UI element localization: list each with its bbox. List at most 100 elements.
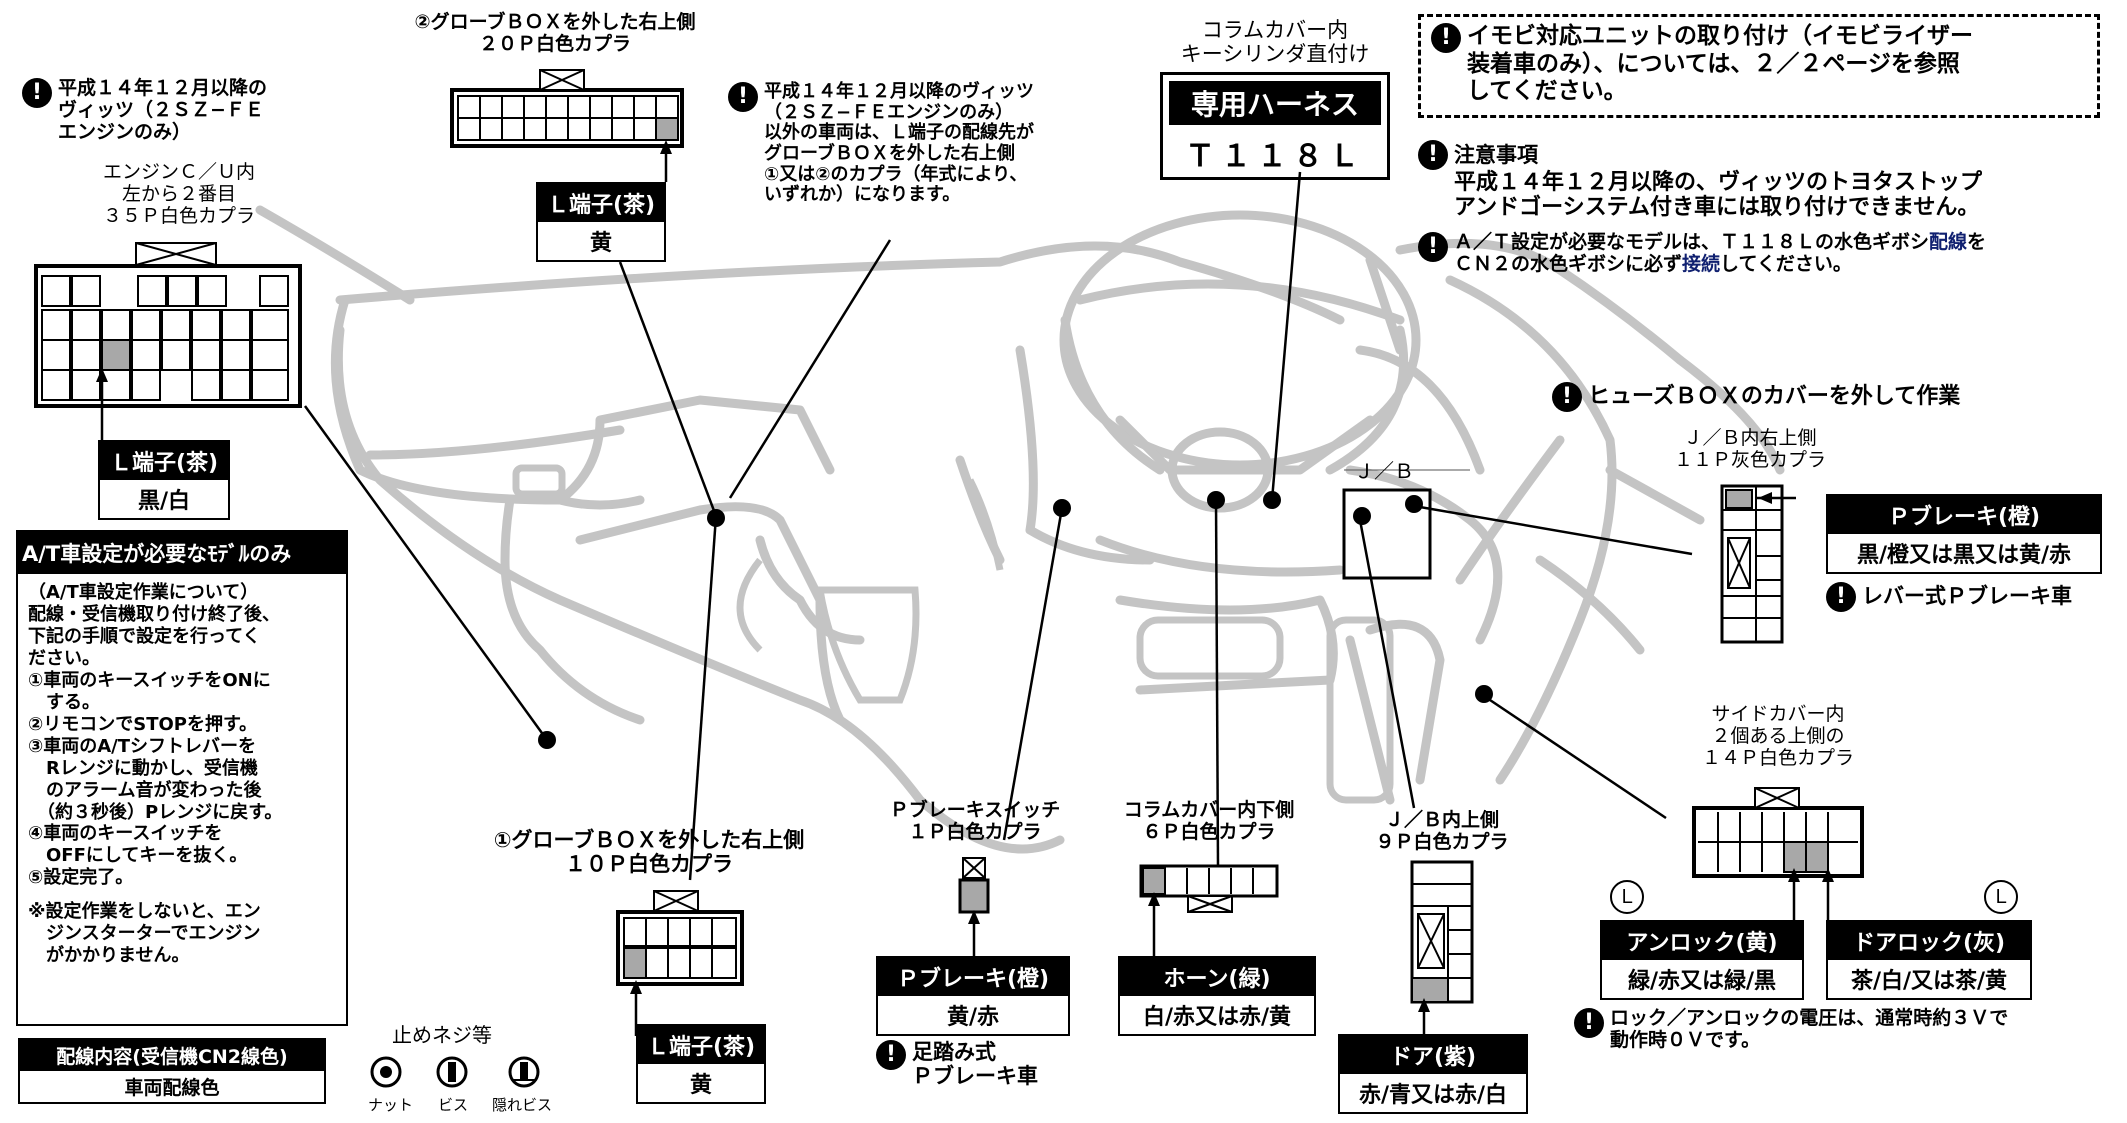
arrowheads xyxy=(96,140,1834,1012)
nut-label: ナット xyxy=(368,1096,414,1114)
connector-11p xyxy=(1720,484,1784,644)
horn-color: 白/赤又は赤/黄 xyxy=(1142,1005,1292,1030)
lever-brake-text: レバー式Ｐブレーキ車 xyxy=(1862,584,2072,608)
column-cover-label: コラムカバー内 キーシリンダ直付け xyxy=(1180,18,1370,67)
door-lock-color: 茶/白/又は茶/黄 xyxy=(1850,969,2008,994)
at-box-note: ※設定作業をしないと、エン ジンスターターでエンジン がかかりません。 xyxy=(28,901,261,967)
at-box-subtitle: （A/T車設定作業について） xyxy=(28,582,259,603)
horn-name: ホーン(緑) xyxy=(1120,958,1314,996)
screw-icons xyxy=(370,1056,540,1088)
at-box-step-5: ⑤設定完了。 xyxy=(28,867,134,889)
engine-cu-connector-label: エンジンＣ／Ｕ内 左から２番目 ３５Ｐ白色カプラ xyxy=(102,161,255,227)
vitz-2szfe-text: 平成１４年１２月以降の ヴィッツ（２ＳＺ−ＦＥ エンジンのみ） xyxy=(58,77,268,143)
at-setting-note: ! Ａ／Ｔ設定が必要なモデルは、Ｔ１１８Ｌの水色ギボシ配線を ＣＮ２の水色ギボシ… xyxy=(1418,231,1987,276)
warning-icon: ! xyxy=(728,82,758,112)
at-setting-text-3: を ＣＮ２の水色ギボシに必ず xyxy=(1454,231,1987,275)
other-cars-warning: ! 平成１４年１２月以降のヴィッツ （２ＳＺ−ＦＥエンジンのみ） 以外の車両は、… xyxy=(728,81,1034,206)
harness-title: 専用ハーネス xyxy=(1169,81,1381,125)
p-brake-lever-name: Ｐブレーキ(橙) xyxy=(1828,496,2100,534)
l-terminal-10p-color: 黄 xyxy=(689,1073,712,1098)
at-setting-text-1: Ａ／Ｔ設定が必要なモデルは、Ｔ１１８Ｌの水色ギボシ xyxy=(1454,231,1930,253)
l-terminal-20p-color: 黄 xyxy=(589,231,612,256)
lock-voltage-text: ロック／アンロックの電圧は、通常時約３Ｖで 動作時０Ｖです。 xyxy=(1610,1007,2009,1051)
immobi-note-text: イモビ対応ユニットの取り付け（イモビライザー 装着車のみ）、については、２／２ペ… xyxy=(1467,23,1973,105)
connector-20p xyxy=(450,69,684,148)
legend-box: 配線内容(受信機CN2線色) 車両配線色 xyxy=(18,1038,326,1104)
harness-code: Ｔ１１８Ｌ xyxy=(1185,139,1365,174)
warning-icon: ! xyxy=(1418,232,1448,262)
connector-35p xyxy=(34,242,302,408)
warning-icon: ! xyxy=(1431,23,1461,53)
jb-upper-right-label: Ｊ／Ｂ内右上側 １１Ｐ灰色カプラ xyxy=(1673,427,1826,471)
unlock-name: アンロック(黄) xyxy=(1602,922,1802,960)
at-box-intro: 配線・受信機取り付け終了後、 下記の手順で設定を行ってく ださい。 xyxy=(28,603,280,669)
at-setting-box: A/T車設定が必要なﾓﾃﾞﾙのみ （A/T車設定作業について） 配線・受信機取り… xyxy=(16,530,348,1026)
at-box-step-4: ④車両のキースイッチを OFFにしてキーを抜く。 xyxy=(28,823,248,867)
at-box-step-2: ②リモコンでSTOPを押す。 xyxy=(28,713,258,735)
connector-1p xyxy=(958,857,990,914)
jb-label: Ｊ／Ｂ xyxy=(1354,459,1414,483)
l-terminal-20p-label: Ｌ端子(茶) 黄 xyxy=(536,182,666,262)
unlock-label: アンロック(黄) 緑/赤又は緑/黒 xyxy=(1600,920,1804,1000)
door-label: ドア(紫) 赤/青又は赤/白 xyxy=(1338,1034,1528,1114)
immobi-note-box: ! イモビ対応ユニットの取り付け（イモビライザー 装着車のみ）、については、２／… xyxy=(1418,14,2100,118)
foot-brake-note: ! 足踏み式 Ｐブレーキ車 xyxy=(876,1040,1038,1088)
foot-brake-text: 足踏み式 Ｐブレーキ車 xyxy=(912,1040,1038,1089)
hidden-screw-label: 隠れビス xyxy=(492,1096,553,1114)
fuse-box-note: !ヒューズＢＯＸのカバーを外して作業 xyxy=(1552,382,1960,412)
connector-10p xyxy=(616,890,744,986)
at-setting-text-5: してください。 xyxy=(1720,252,1852,275)
door-lock-name: ドアロック(灰) xyxy=(1828,922,2030,960)
nut-icon xyxy=(370,1056,402,1088)
connector-6p xyxy=(1139,864,1279,913)
dash-details xyxy=(512,464,1394,804)
l-terminal-35p-name: Ｌ端子(茶) xyxy=(100,442,228,480)
legend-header: 配線内容(受信機CN2線色) xyxy=(20,1040,324,1071)
warning-icon: ! xyxy=(1574,1008,1604,1038)
connector-9p xyxy=(1410,860,1474,1004)
connector-35p-pins xyxy=(41,275,289,401)
fuse-box-text: ヒューズＢＯＸのカバーを外して作業 xyxy=(1588,384,1961,409)
lock-voltage-note: ! ロック／アンロックの電圧は、通常時約３Ｖで 動作時０Ｖです。 xyxy=(1574,1007,2009,1052)
horn-label: ホーン(緑) 白/赤又は赤/黄 xyxy=(1118,956,1316,1036)
p-brake-lever-label: Ｐブレーキ(橙) 黒/橙又は黒又は黄/赤 xyxy=(1826,494,2102,574)
warning-icon: ! xyxy=(1826,582,1856,612)
lock-mark-right: Ｌ xyxy=(1984,880,2018,914)
p-brake-foot-label: Ｐブレーキ(橙) 黄/赤 xyxy=(876,956,1070,1036)
l-terminal-10p-label: Ｌ端子(茶) 黄 xyxy=(636,1024,766,1104)
l-terminal-35p-label: Ｌ端子(茶) 黒/白 xyxy=(98,440,230,520)
l-terminal-10p-name: Ｌ端子(茶) xyxy=(638,1026,764,1064)
warning-icon: ! xyxy=(1552,382,1582,412)
lock-mark-left: Ｌ xyxy=(1610,880,1644,914)
at-box-title: A/T車設定が必要なﾓﾃﾞﾙのみ xyxy=(18,532,346,574)
connector-14p xyxy=(1692,787,1864,878)
door-name: ドア(紫) xyxy=(1340,1036,1526,1074)
unlock-color: 緑/赤又は緑/黒 xyxy=(1627,969,1777,994)
hidden-screw-icon xyxy=(508,1056,540,1088)
lever-brake-note: !レバー式Ｐブレーキ車 xyxy=(1826,582,2072,612)
screw-icon xyxy=(436,1056,468,1088)
at-setting-text-2: 配線 xyxy=(1929,231,1968,253)
warning-icon: ! xyxy=(22,78,52,108)
warning-icon: ! xyxy=(1418,140,1448,170)
screws-legend: ナット ビス 隠れビス xyxy=(364,1054,574,1114)
p-brake-foot-name: Ｐブレーキ(橙) xyxy=(878,958,1068,996)
at-box-step-3: ③車両のA/Tシフトレバーを Rレンジに動かし、受信機 のアラーム音が変わった後… xyxy=(28,735,283,823)
column-lower-label: コラムカバー内下側 ６Ｐ白色カプラ xyxy=(1123,799,1295,843)
notice-title: 注意事項 xyxy=(1454,142,1538,167)
l-terminal-35p-color: 黒/白 xyxy=(137,489,191,514)
l-terminal-20p-name: Ｌ端子(茶) xyxy=(538,184,664,222)
side-cover-label: サイドカバー内 ２個ある上側の １４Ｐ白色カプラ xyxy=(1701,703,1854,769)
at-setting-text-4: 接続 xyxy=(1682,252,1721,275)
other-cars-text: 平成１４年１２月以降のヴィッツ （２ＳＺ−ＦＥエンジンのみ） 以外の車両は、Ｌ端… xyxy=(764,81,1034,206)
glove-box-10p-label: ①グローブＢＯＸを外した右上側 １０Ｐ白色カプラ xyxy=(493,828,805,877)
door-lock-label: ドアロック(灰) 茶/白/又は茶/黄 xyxy=(1826,920,2032,1000)
warning-icon: ! xyxy=(876,1040,906,1070)
notice-body: 平成１４年１２月以降の、ヴィッツのトヨタストップ アンドゴーシステム付き車には取… xyxy=(1454,170,1983,221)
p-brake-lever-color: 黒/橙又は黒又は黄/赤 xyxy=(1856,543,2072,568)
connection-dots xyxy=(538,491,1493,749)
p-brake-switch-label: Ｐブレーキスイッチ １Ｐ白色カプラ xyxy=(889,799,1061,843)
p-brake-foot-color: 黄/赤 xyxy=(946,1005,1000,1030)
jb-upper-label: Ｊ／Ｂ内上側 ９Ｐ白色カプラ xyxy=(1375,809,1509,853)
